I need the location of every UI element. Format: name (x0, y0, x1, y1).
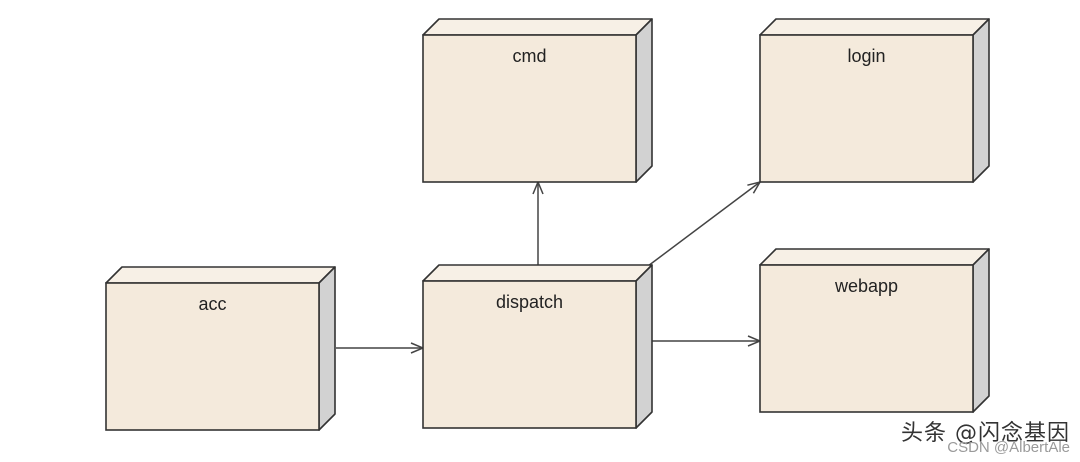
node-webapp-label: webapp (834, 276, 898, 296)
node-acc-side (318, 266, 336, 431)
node-webapp-face (759, 264, 974, 413)
node-webapp-top (759, 248, 990, 266)
node-acc-face (105, 282, 320, 431)
node-cmd-side (635, 18, 653, 183)
node-dispatch: dispatch (422, 264, 653, 429)
node-cmd-label: cmd (512, 46, 546, 66)
watermark-sub-text: CSDN @AlbertAle (947, 439, 1070, 456)
node-webapp-side (972, 248, 990, 413)
node-login-side (972, 18, 990, 183)
watermark: 头条 @闪念基因 CSDN @AlbertAle (901, 415, 1070, 456)
node-cmd: cmd (422, 18, 653, 183)
node-acc-top (105, 266, 336, 284)
node-dispatch-side (635, 264, 653, 429)
node-acc: acc (105, 266, 336, 431)
node-webapp: webapp (759, 248, 990, 413)
edges (336, 182, 760, 348)
node-login-top (759, 18, 990, 36)
node-acc-label: acc (198, 294, 226, 314)
nodes: acc dispatch cmd login webapp (105, 18, 990, 431)
node-cmd-top (422, 18, 653, 36)
node-dispatch-face (422, 280, 637, 429)
node-dispatch-label: dispatch (496, 292, 563, 312)
node-cmd-face (422, 34, 637, 183)
node-login-label: login (847, 46, 885, 66)
watermark-main-text: 头条 @闪念基因 (901, 421, 1070, 446)
node-login-face (759, 34, 974, 183)
node-login: login (759, 18, 990, 183)
node-dispatch-top (422, 264, 653, 282)
edge-dispatch-to-login (647, 182, 760, 267)
